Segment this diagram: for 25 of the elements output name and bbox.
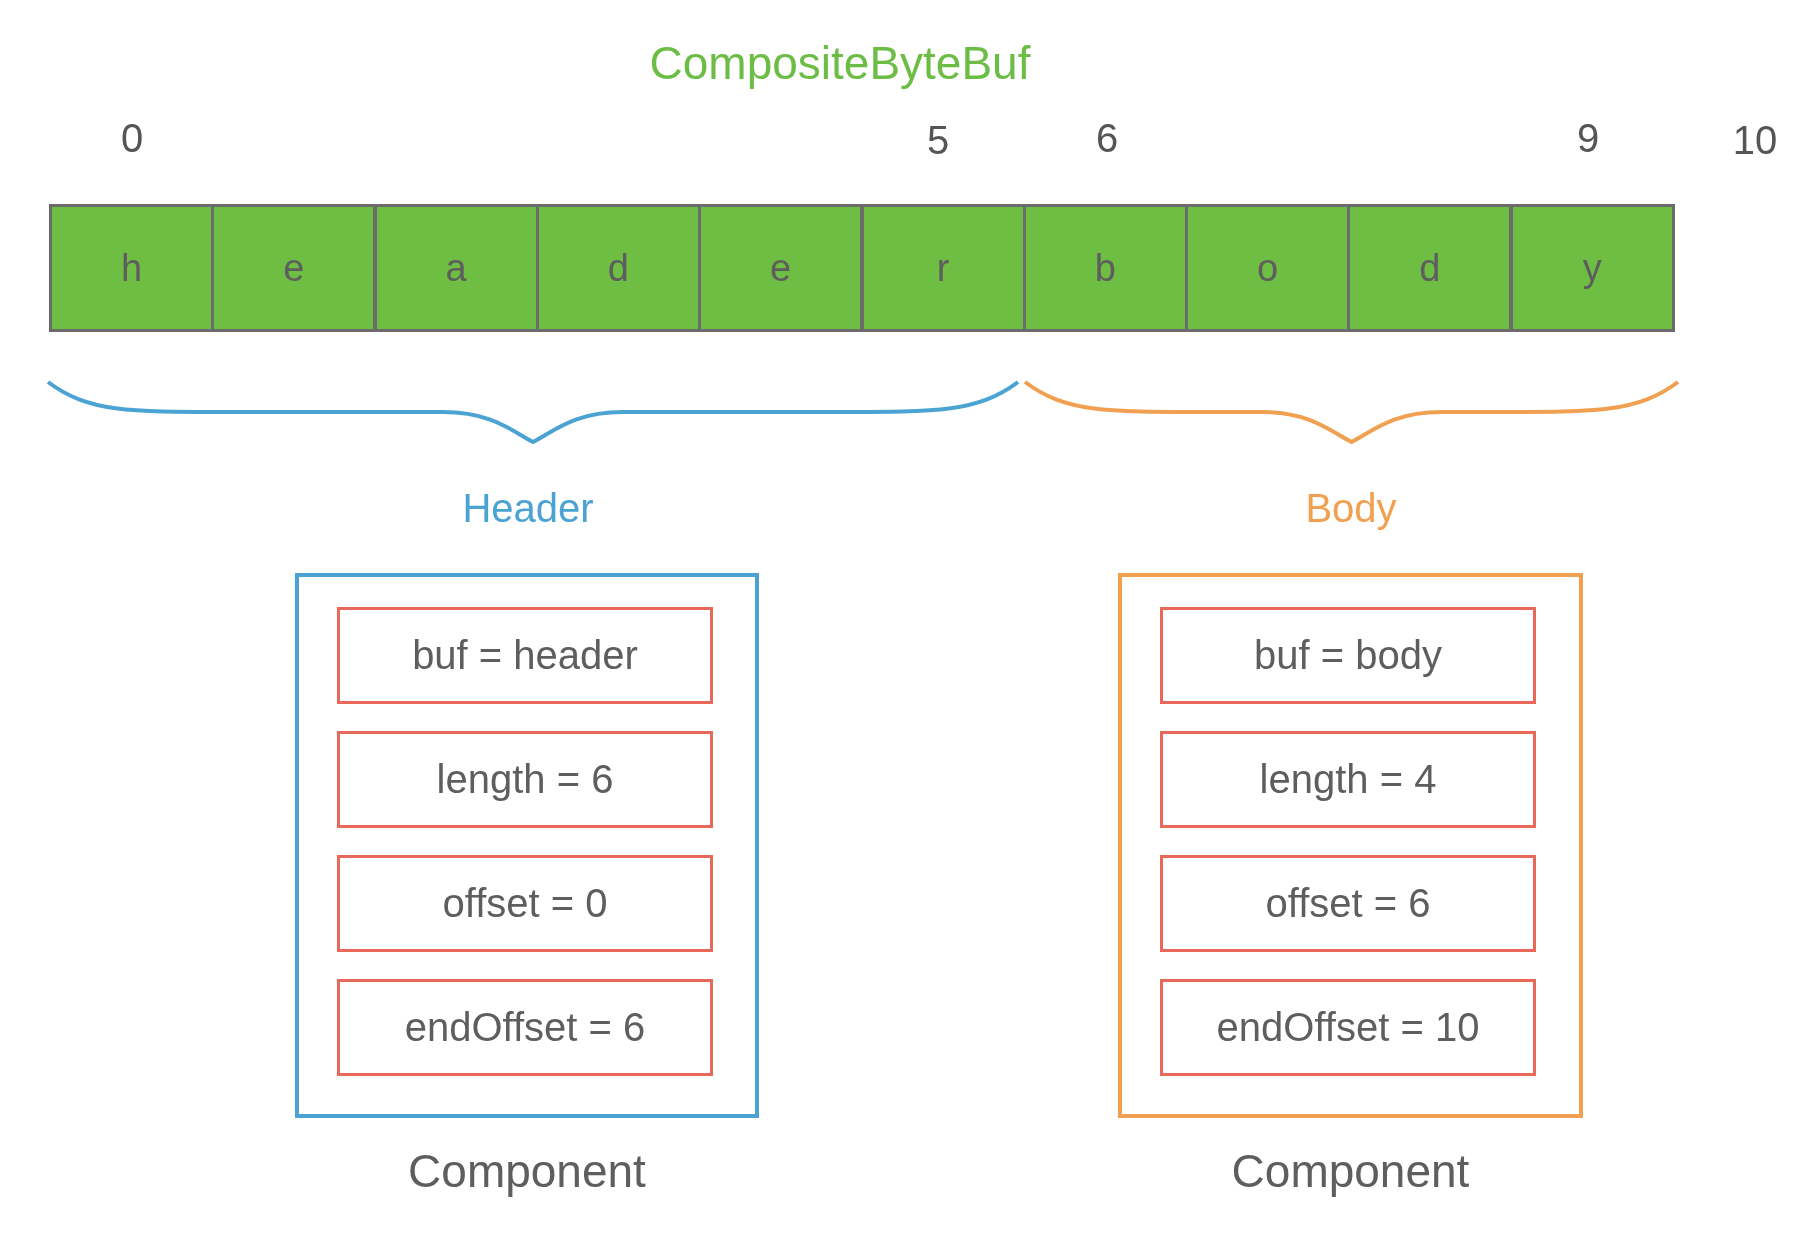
- section-label: Header: [462, 485, 594, 531]
- index-number: 9: [1576, 115, 1600, 161]
- field-box: offset = 0: [337, 855, 713, 952]
- field-box: endOffset = 6: [337, 979, 713, 1076]
- index-number: 6: [1095, 115, 1119, 161]
- byte-cell: y: [1509, 204, 1675, 332]
- byte-cell: e: [698, 204, 864, 332]
- byte-cell: e: [211, 204, 377, 332]
- diagram-title: CompositeByteBuf: [648, 36, 1032, 90]
- byte-cell: d: [1347, 204, 1513, 332]
- byte-cell: h: [49, 204, 214, 332]
- field-box: length = 6: [337, 731, 713, 828]
- field-box: buf = header: [337, 607, 713, 704]
- index-number: 5: [926, 117, 950, 163]
- component-heading: Component: [1231, 1144, 1470, 1198]
- index-number: 0: [120, 115, 144, 161]
- byte-cell: r: [860, 204, 1026, 332]
- byte-cell: a: [373, 204, 539, 332]
- field-box: offset = 6: [1160, 855, 1536, 952]
- field-box: buf = body: [1160, 607, 1536, 704]
- component-heading: Component: [408, 1144, 646, 1198]
- field-box: length = 4: [1160, 731, 1536, 828]
- field-box: endOffset = 10: [1160, 979, 1536, 1076]
- section-label: Body: [1305, 485, 1397, 531]
- index-number: 10: [1732, 117, 1778, 163]
